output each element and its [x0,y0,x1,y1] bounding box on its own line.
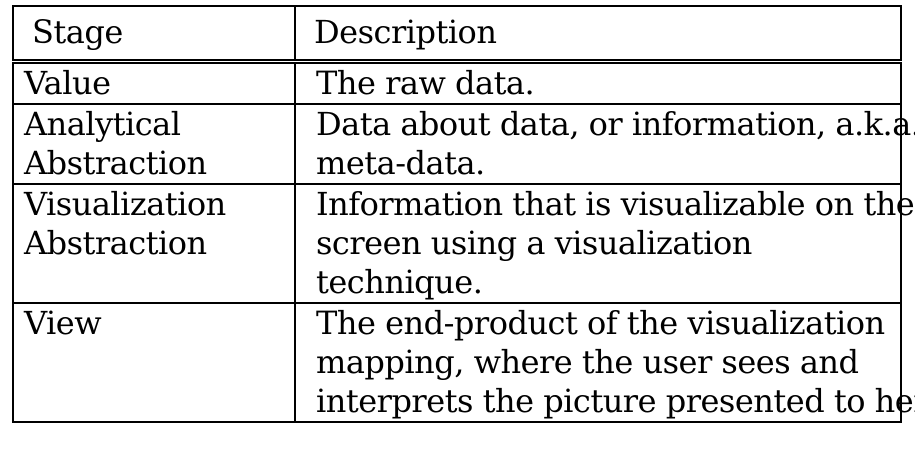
description-text: The raw data. [316,64,535,102]
header-stage: Stage [12,5,296,64]
description-text: Data about data, or information, a.k.a. [316,105,915,143]
table-row: View The end-product of the visualizatio… [12,302,915,423]
stages-table: Stage Description Value The raw data. An… [12,5,915,423]
description-cell: The raw data. [294,60,902,105]
stage-text: Visualization [24,185,226,223]
table-row: Value The raw data. [12,60,902,105]
description-text: technique. [316,263,483,301]
stage-cell: Visualization Abstraction [12,183,296,304]
description-text: interprets the picture presented to her. [316,382,915,420]
description-text: The end-product of the visualization [316,304,885,342]
description-text: mapping, where the user sees and [316,343,859,381]
table-row: Visualization Abstraction Information th… [12,183,915,304]
table-row: Analytical Abstraction Data about data, … [12,103,915,185]
description-text: screen using a visualization [316,224,752,262]
description-cell: The end-product of the visualization map… [294,302,915,423]
description-cell: Data about data, or information, a.k.a. … [294,103,915,185]
table-header-row: Stage Description [12,5,902,64]
stages-table-container: Stage Description Value The raw data. An… [12,5,915,423]
stage-text: Abstraction [24,144,207,182]
stage-text: Analytical [24,105,181,143]
stage-text: View [24,304,102,342]
stage-cell: View [12,302,296,423]
description-cell: Information that is visualizable on the … [294,183,915,304]
stage-cell: Analytical Abstraction [12,103,296,185]
description-text: Information that is visualizable on the [316,185,915,223]
stage-text: Value [24,64,111,102]
description-text: meta-data. [316,144,485,182]
header-description: Description [294,5,902,64]
stage-cell: Value [12,60,296,105]
stage-text: Abstraction [24,224,207,262]
